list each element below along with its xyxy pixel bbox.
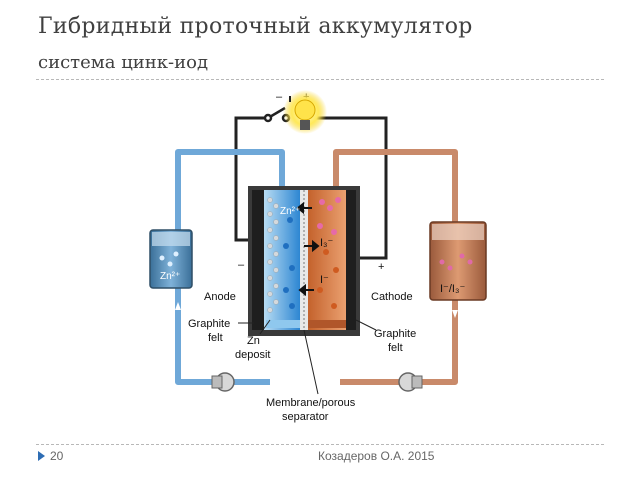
catholyte-tank bbox=[429, 221, 487, 301]
cell-i3-label: I₃⁻ bbox=[320, 237, 334, 249]
anode-label: Anode bbox=[204, 291, 236, 303]
cell-zn-label: Zn²⁺ bbox=[280, 206, 300, 217]
membrane-label-1: Membrane/porous bbox=[266, 397, 356, 409]
cell-i-label: I⁻ bbox=[320, 274, 329, 286]
graphite-felt-left-label-1: Graphite bbox=[188, 318, 230, 330]
iodide-ions bbox=[317, 249, 339, 309]
zinc-ions bbox=[283, 217, 295, 309]
ion-arrows bbox=[296, 201, 320, 297]
footer-author: Козадеров О.А. 2015 bbox=[318, 449, 435, 463]
terminal-plus: + bbox=[378, 261, 384, 273]
footer-divider bbox=[36, 444, 604, 445]
switch-minus: – bbox=[276, 91, 283, 103]
membrane-label-2: separator bbox=[282, 411, 329, 423]
anolyte-pipe bbox=[175, 149, 285, 385]
pump-right-icon bbox=[398, 372, 423, 392]
slide-title: Гибридный проточный аккумулятор bbox=[38, 14, 473, 39]
page-number: 20 bbox=[50, 449, 64, 463]
terminal-minus: – bbox=[238, 259, 245, 271]
graphite-felt-left-label-2: felt bbox=[208, 332, 223, 344]
anolyte-tank bbox=[149, 229, 193, 289]
zn-deposit-label-2: deposit bbox=[235, 349, 270, 361]
zn-deposit-leader bbox=[259, 319, 271, 335]
footer-arrow-icon bbox=[38, 451, 45, 461]
graphite-felt-right-leader bbox=[355, 319, 377, 331]
title-divider bbox=[36, 79, 604, 80]
slide-subtitle: система цинк-иод bbox=[38, 52, 209, 73]
graphite-felt-right-label-1: Graphite bbox=[374, 328, 416, 340]
iodide-particles bbox=[317, 197, 341, 235]
anolyte-tank-label: Zn²⁺ bbox=[160, 271, 180, 282]
cell bbox=[248, 186, 360, 336]
pump-left-icon bbox=[211, 372, 235, 392]
catholyte-tank-label: I⁻/I₃⁻ bbox=[440, 283, 465, 295]
zinc-deposit-particles bbox=[267, 197, 279, 313]
graphite-felt-right-label-2: felt bbox=[388, 342, 403, 354]
zn-deposit-label-1: Zn bbox=[247, 335, 260, 347]
light-bulb-icon bbox=[283, 90, 327, 134]
external-circuit bbox=[234, 116, 388, 260]
cathode-label: Cathode bbox=[371, 291, 413, 303]
membrane-leader bbox=[303, 329, 319, 395]
